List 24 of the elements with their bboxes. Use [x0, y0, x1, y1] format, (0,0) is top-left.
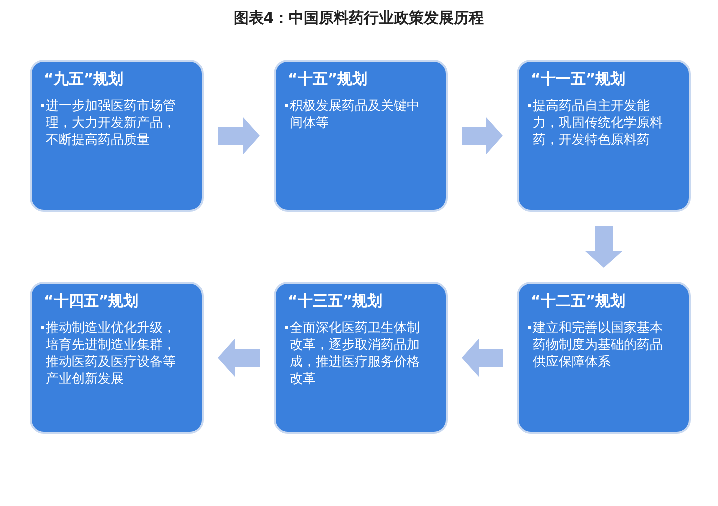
stage-heading: “十一五”规划: [531, 70, 626, 89]
stage-heading: “十五”规划: [288, 70, 368, 89]
stage-heading: “十四五”规划: [44, 292, 139, 311]
stage-box: [517, 60, 691, 212]
policy-text: 进一步加强医药市场管理，大力开发新产品，不断提高药品质量: [46, 98, 177, 149]
policy-text: 推动制造业优化升级，培育先进制造业集群，推动医药及医疗设备等产业创新发展: [46, 320, 177, 388]
stage-heading: “十二五”规划: [531, 292, 626, 311]
stage-box: [517, 282, 691, 434]
stage-heading: “十三五”规划: [288, 292, 383, 311]
block-arrow: [218, 117, 260, 155]
block-arrow: [462, 339, 503, 377]
chart-title: 图表4：中国原料药行业政策发展历程: [234, 9, 484, 27]
policy-text: 提高药品自主开发能力，巩固传统化学原料药，开发特色原料药: [533, 98, 664, 149]
stage-box: [30, 282, 204, 434]
block-arrow: [218, 339, 260, 377]
stage-heading: “九五”规划: [44, 70, 124, 89]
stage-box: [274, 282, 448, 434]
stage-box: [274, 60, 448, 212]
policy-text: 全面深化医药卫生体制改革，逐步取消药品加成，推进医疗服务价格改革: [290, 320, 421, 388]
stage-box: [30, 60, 204, 212]
block-arrow: [462, 117, 503, 155]
policy-text: 积极发展药品及关键中间体等: [290, 98, 421, 132]
block-arrow: [585, 226, 623, 268]
policy-text: 建立和完善以国家基本药物制度为基础的药品供应保障体系: [533, 320, 664, 371]
